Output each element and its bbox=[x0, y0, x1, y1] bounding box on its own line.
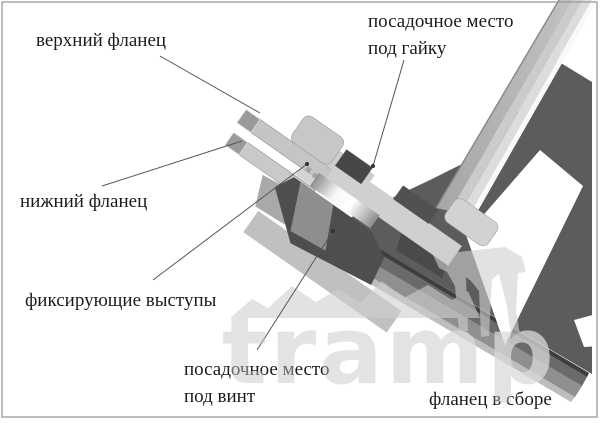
hub-right-tab bbox=[444, 198, 499, 247]
label-screw-seat-line2: под винт bbox=[184, 386, 256, 407]
leader-screw-seat bbox=[256, 230, 334, 351]
white-gap-right bbox=[574, 313, 600, 347]
leader-lower-flange bbox=[101, 140, 243, 187]
label-lower-flange-text: нижний фланец bbox=[20, 191, 148, 212]
watermark-text: tramp bbox=[222, 297, 557, 406]
beam-dark-edge bbox=[435, 0, 560, 209]
label-flange-assembly: фланец в сборе bbox=[429, 386, 552, 413]
beam-highlight-edge bbox=[469, 0, 598, 216]
beam-face-right bbox=[460, 0, 592, 215]
nut-seat-slot bbox=[335, 149, 373, 185]
leader-nut-seat bbox=[372, 59, 405, 167]
lower-flange-cut-cap bbox=[224, 132, 249, 156]
hub-top-slab bbox=[325, 160, 462, 266]
leader-upper-flange bbox=[159, 55, 261, 114]
label-nut-seat-line2: под гайку bbox=[368, 38, 447, 59]
dot-fixing bbox=[305, 162, 309, 166]
beam-face-left bbox=[436, 0, 573, 211]
label-flange-assembly-text: фланец в сборе bbox=[429, 389, 552, 410]
label-upper-flange: верхний фланец bbox=[36, 27, 166, 54]
label-lower-flange: нижний фланец bbox=[20, 188, 147, 215]
watermark-goat bbox=[433, 241, 526, 343]
screw-bore-cylinder bbox=[309, 172, 380, 229]
label-upper-flange-text: верхний фланец bbox=[36, 30, 167, 51]
leader-lines bbox=[101, 55, 405, 351]
dot-nut-seat bbox=[371, 164, 375, 168]
pole-beam bbox=[435, 0, 598, 216]
watermark-mountains bbox=[230, 281, 480, 318]
beam-face-mid bbox=[450, 0, 583, 213]
leader-fixing bbox=[152, 163, 308, 281]
label-fixing-protrusions-text: фиксирующие выступы bbox=[25, 290, 217, 311]
label-fixing-protrusions: фиксирующие выступы bbox=[25, 287, 216, 314]
countersink-cone bbox=[290, 181, 334, 251]
label-screw-seat: посадочное место под винт bbox=[184, 356, 329, 410]
white-wedge bbox=[466, 150, 583, 345]
hub-section bbox=[224, 109, 499, 333]
nut-seat-slot-2 bbox=[393, 185, 439, 224]
upper-flange-cut-cap bbox=[236, 109, 261, 133]
label-nut-seat: посадочное место под гайку bbox=[368, 8, 513, 62]
tramp-watermark: tramp bbox=[222, 241, 557, 406]
leader-dots bbox=[305, 162, 375, 233]
label-screw-seat-line1: посадочное место bbox=[184, 359, 330, 380]
label-nut-seat-line1: посадочное место bbox=[368, 11, 514, 32]
dot-screw-seat bbox=[331, 229, 335, 233]
hub-boss bbox=[291, 115, 344, 165]
